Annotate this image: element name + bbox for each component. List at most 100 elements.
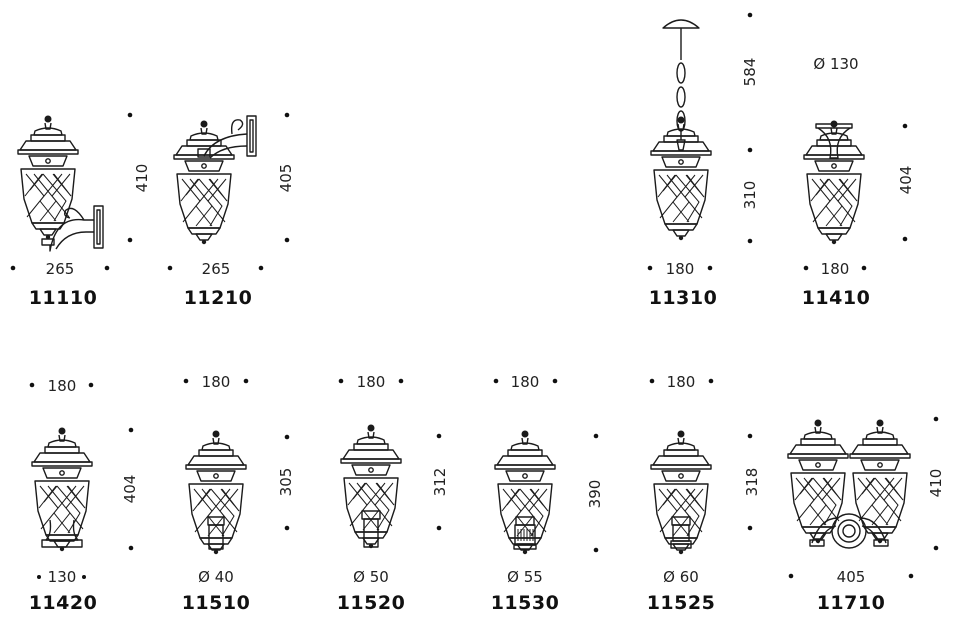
dimension-marker [902, 236, 908, 242]
dimension-marker [338, 378, 344, 384]
dimension-marker [593, 433, 599, 439]
lantern-drawing-11210 [173, 115, 257, 245]
width-label-11420: 180 [48, 377, 77, 395]
product-code-11520: 11520 [337, 592, 406, 614]
width-label-11410: 180 [821, 260, 850, 278]
product-code-11410: 11410 [802, 287, 871, 309]
product-code-11525: 11525 [647, 592, 716, 614]
dimension-marker [167, 265, 173, 271]
height-label-11525: 318 [743, 468, 761, 497]
dimension-marker [747, 525, 753, 531]
dimension-marker [902, 123, 908, 129]
height-label-11510: 305 [277, 468, 295, 497]
lantern-drawing-11510 [185, 429, 247, 555]
height-label-11530: 390 [586, 480, 604, 509]
dimension-marker [104, 265, 110, 271]
dimension-marker [593, 547, 599, 553]
width-label-11530: 180 [511, 373, 540, 391]
product-11310: 584 310 180 11310 [647, 12, 759, 309]
canopy-diameter-label-11410: Ø 130 [813, 55, 858, 73]
lantern-drawing-11110 [17, 114, 104, 252]
dimension-marker [436, 525, 442, 531]
height-label-11520: 312 [431, 468, 449, 497]
dimension-marker [127, 237, 133, 243]
dimension-marker [284, 112, 290, 118]
dimension-marker [803, 265, 809, 271]
dimension-marker [747, 433, 753, 439]
dimension-marker [37, 575, 41, 579]
product-code-11710: 11710 [817, 592, 886, 614]
product-code-11530: 11530 [491, 592, 560, 614]
dimension-marker [493, 378, 499, 384]
base-label-11520: Ø 50 [353, 568, 389, 586]
lantern-drawing-11530 [494, 429, 556, 555]
width-label-11525: 180 [667, 373, 696, 391]
dimension-marker [861, 265, 867, 271]
dimension-marker [933, 545, 939, 551]
product-code-11110: 11110 [29, 287, 98, 309]
width-label-11520: 180 [357, 373, 386, 391]
lantern-drawing-11710 [787, 418, 911, 549]
dimension-marker [284, 237, 290, 243]
product-11110: 410 265 11110 [10, 112, 151, 309]
base-label-11530: Ø 55 [507, 568, 543, 586]
width-label-11310: 180 [666, 260, 695, 278]
product-11510: 180 305 Ø 40 11510 [182, 373, 295, 614]
dimension-marker [398, 378, 404, 384]
base-label-11420: 130 [48, 568, 77, 586]
dimension-marker [747, 12, 753, 18]
dimension-marker [649, 378, 655, 384]
dimension-marker [552, 378, 558, 384]
dimension-marker [243, 378, 249, 384]
height-label-11210: 405 [277, 164, 295, 193]
dimension-marker [647, 265, 653, 271]
product-11710: 410 405 11710 [787, 416, 945, 614]
lantern-drawing-11525 [650, 429, 712, 555]
dimension-marker [284, 525, 290, 531]
product-code-11510: 11510 [182, 592, 251, 614]
dimension-marker [707, 265, 713, 271]
dimension-marker [436, 433, 442, 439]
dimension-marker [258, 265, 264, 271]
dimension-marker [183, 378, 189, 384]
height-label-11710: 410 [927, 469, 945, 498]
height-label-11110: 410 [133, 164, 151, 193]
product-11520: 180 312 Ø 50 11520 [337, 373, 449, 614]
dimension-marker [128, 427, 134, 433]
product-11410: Ø 130 404 180 11410 [802, 55, 915, 309]
dimension-marker [747, 238, 753, 244]
dimension-marker [933, 416, 939, 422]
height-label-11420: 404 [121, 475, 139, 504]
width-label-11110: 265 [46, 260, 75, 278]
dimension-marker [10, 265, 16, 271]
product-11420: 180 404 130 11420 [29, 377, 139, 614]
dimension-marker [788, 573, 794, 579]
dimension-marker [284, 434, 290, 440]
product-code-11420: 11420 [29, 592, 98, 614]
base-label-11510: Ø 40 [198, 568, 234, 586]
dimension-marker [127, 112, 133, 118]
dimension-marker [747, 147, 753, 153]
lantern-drawing-11520 [340, 423, 402, 549]
product-11525: 180 318 Ø 60 11525 [647, 373, 761, 614]
height-label-11310: 310 [741, 181, 759, 210]
base-label-11525: Ø 60 [663, 568, 699, 586]
product-11530: 180 390 Ø 55 11530 [491, 373, 604, 614]
lantern-drawing-11410 [803, 119, 865, 245]
product-code-11310: 11310 [649, 287, 718, 309]
dimension-marker [88, 382, 94, 388]
lantern-drawing-11420 [31, 426, 93, 552]
chain-length-label-11310: 584 [741, 58, 759, 87]
height-label-11410: 404 [897, 166, 915, 195]
product-code-11210: 11210 [184, 287, 253, 309]
width-label-11510: 180 [202, 373, 231, 391]
dimension-marker [128, 545, 134, 551]
product-11210: 405 265 11210 [167, 112, 295, 309]
dimension-marker [82, 575, 86, 579]
width-label-11210: 265 [202, 260, 231, 278]
dimension-marker [29, 382, 35, 388]
dimension-marker [708, 378, 714, 384]
lantern-drawing-11310 [650, 19, 712, 241]
width-label-11710: 405 [837, 568, 866, 586]
